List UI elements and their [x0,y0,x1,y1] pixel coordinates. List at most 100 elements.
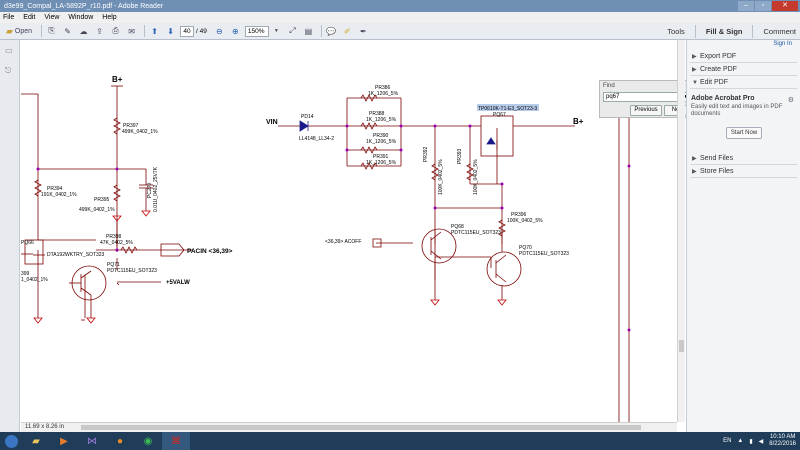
start-button[interactable] [0,432,22,450]
fit-page-icon[interactable]: ⤢ [289,26,296,35]
menu-window[interactable]: Window [68,14,94,21]
zoom-out-icon[interactable]: ⊖ [216,26,223,36]
prev-page-icon[interactable]: ⬆ [151,26,158,36]
pr396-ref: PR396 [511,212,527,218]
page-number-input[interactable]: 40 [180,25,195,37]
chevron-right-icon: ▶ [692,169,697,175]
pq71-ref: PQ71 [107,262,120,268]
chevron-up-icon[interactable]: ▲ [737,438,744,444]
pr391-ref: PR391 [373,154,389,160]
pr394-value: 191K_0402_1% [41,192,77,198]
pr394-ref: PR394 [47,186,63,192]
settings-icon[interactable]: ⚙ [787,97,794,104]
volume-icon[interactable]: ◀ [758,438,764,445]
language-indicator[interactable]: EN [723,438,732,444]
pr397-value: 499K_0402_1% [122,129,158,135]
cloud-icon[interactable]: ☁ [79,26,88,36]
edit-icon[interactable]: ✎ [64,26,71,36]
comment-icon[interactable]: 💬 [326,26,337,36]
chevron-right-icon: ▶ [692,67,697,73]
firefox-icon[interactable]: ● [116,435,124,447]
chevron-down-icon[interactable]: ▼ [273,28,279,34]
pr390-value: 1K_1206_5% [366,139,397,145]
highlight-icon[interactable]: ✐ [344,26,351,36]
pq67-part-label: TP0610K-T1-E3_SOT23-3 [478,106,537,112]
minimize-button[interactable]: – [738,1,754,11]
taskbar: ▰ ▶ ⋈ ● ◉ ⌘ EN ▲ ▮ ◀ 10:10 AM 8/22/2016 [0,432,800,450]
pr392-value: 100K_0402_5% [438,159,444,195]
edit-pdf-item[interactable]: ▼Edit PDF [690,77,797,89]
next-page-icon[interactable]: ⬇ [167,26,174,36]
page-size-label: 11.69 x 8.26 in [25,424,64,430]
store-files-label: Store Files [700,168,734,175]
sign-icon[interactable]: ✒ [360,26,367,36]
pr388-ref: PR388 [369,111,385,117]
scroll-thumb[interactable] [81,425,641,430]
zoom-select[interactable]: 150% [244,25,269,37]
explorer-icon[interactable]: ▰ [32,435,40,447]
menu-help[interactable]: Help [102,14,117,21]
chevron-down-icon[interactable]: ▼ [683,93,688,101]
pr398-value: 47K_0402_5% [100,240,133,246]
send-files-item[interactable]: ▶Send Files [690,153,797,165]
title-bar: d3e99_Compal_LA-5892P_r10.pdf - Adobe Re… [0,0,800,12]
pc270-value: 0.01U_0402_25V7K [153,166,159,212]
create-pdf-label: Create PDF [700,66,737,73]
horizontal-scrollbar[interactable]: 11.69 x 8.26 in [21,422,677,432]
create-pdf-item[interactable]: ▶Create PDF [690,64,797,76]
close-button[interactable]: ✕ [772,1,798,11]
open-button[interactable]: ▰ Open [3,25,35,38]
pr393-ref: PR393 [457,148,463,164]
folder-icon: ▰ [6,25,13,36]
pr395-ref: PR395 [94,197,110,203]
pr386-value: 1K_1206_5% [368,91,399,97]
print-icon[interactable]: ⎙ [112,26,119,35]
toolbar: ▰ Open ⎘ ✎ ☁ ⇪ ⎙ ✉ ⬆ ⬇ 40 / 49 ⊖ ⊕ 150% … [0,23,800,40]
adobe-reader-icon[interactable]: ⌘ [162,432,190,450]
sign-in-link[interactable]: Sign In [773,41,792,47]
start-now-button[interactable]: Start Now [726,127,762,139]
vertical-scrollbar[interactable] [677,40,685,422]
upload-icon[interactable]: ⇪ [96,26,103,36]
pd14-ref: PD14 [301,114,314,120]
network-icon[interactable]: ▮ [749,438,753,445]
email-icon[interactable]: ✉ [128,26,135,36]
menu-file[interactable]: File [3,14,15,21]
clock[interactable]: 10:10 AM 8/22/2016 [769,434,796,448]
navigation-pane: ▭ ⎋ [0,40,20,432]
scroll-thumb[interactable] [679,340,684,352]
create-icon[interactable]: ⎘ [48,26,55,35]
pr395-value: 499K_0402_1% [79,207,115,213]
read-mode-icon[interactable]: ▤ [304,26,313,36]
menu-edit[interactable]: Edit [23,14,36,21]
maximize-button[interactable]: ▫ [755,1,771,11]
pr398-ref: PR398 [106,234,122,240]
attachment-icon[interactable]: ⎋ [5,66,12,75]
comment-tab[interactable]: Comment [763,27,796,36]
store-files-item[interactable]: ▶Store Files [690,166,797,178]
zoom-in-icon[interactable]: ⊕ [232,26,239,36]
tools-tab[interactable]: Tools [667,27,685,36]
acrobat-promo: Adobe Acrobat Pro Easily edit text and i… [690,95,797,143]
pr393-value: 100K_0402_5% [473,159,479,195]
pq66-ref: PQ66 [21,240,34,246]
export-pdf-item[interactable]: ▶Export PDF [690,51,797,63]
toolbar-divider [144,25,146,37]
promo-text: Easily edit text and images in PDF docum… [691,104,783,117]
r399-ref: 399 [21,271,30,277]
chrome-icon[interactable]: ◉ [143,435,153,447]
toolbar-divider [694,25,696,38]
svalw-label: +5VALW [166,280,190,286]
media-player-icon[interactable]: ▶ [60,435,68,447]
menu-view[interactable]: View [44,14,60,21]
bplus-left-label: B+ [112,75,123,84]
pr396-value: 100K_0402_5% [507,218,543,224]
find-previous-button[interactable]: Previous [630,105,662,116]
fill-sign-tab[interactable]: Fill & Sign [705,27,743,36]
pr386-ref: PR386 [375,85,391,91]
visual-studio-icon[interactable]: ⋈ [87,435,97,447]
windows-logo-icon [4,434,18,448]
schematic-drawing: B+ B+ VIN PR397 499K_0402_1% PR394 191K_… [21,75,631,422]
document-view[interactable]: B+ B+ VIN PR397 499K_0402_1% PR394 191K_… [21,40,694,422]
page-thumbnails-icon[interactable]: ▭ [5,46,13,55]
